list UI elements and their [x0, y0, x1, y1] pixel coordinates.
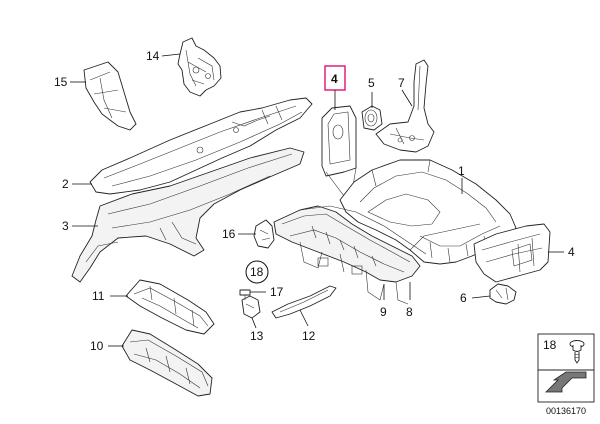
callout-17[interactable]: 17	[270, 285, 284, 299]
callout-4-right[interactable]: 4	[568, 245, 575, 259]
part-16-bracket[interactable]	[253, 219, 275, 249]
callout-6[interactable]: 6	[460, 291, 467, 305]
callout-9[interactable]: 9	[380, 305, 387, 319]
part-14-bracket[interactable]	[177, 37, 222, 97]
part-10-lower-member[interactable]	[121, 329, 213, 397]
callout-18[interactable]: 18	[250, 265, 264, 279]
callout-12[interactable]: 12	[302, 329, 316, 343]
direction-arrow-icon	[545, 371, 587, 393]
part-5-plug[interactable]	[361, 105, 383, 131]
part-13-clip[interactable]	[241, 295, 261, 319]
screw-icon	[569, 340, 585, 364]
callout-15[interactable]: 15	[54, 75, 68, 89]
callout-7[interactable]: 7	[398, 76, 405, 90]
part-17-screw[interactable]	[239, 289, 251, 300]
part-2-upper-rail[interactable]	[89, 97, 313, 195]
part-15-panel[interactable]	[83, 61, 137, 131]
callout-2[interactable]: 2	[62, 177, 69, 191]
callout-3[interactable]: 3	[62, 219, 69, 233]
part-3-side-member[interactable]	[71, 147, 305, 283]
part-11-cross-member[interactable]	[125, 279, 215, 335]
part-12-strip[interactable]	[271, 285, 337, 319]
part-8-9-rails[interactable]	[273, 205, 427, 305]
callout-4-highlighted[interactable]: 4	[331, 72, 338, 86]
callout-5[interactable]: 5	[368, 76, 375, 90]
part-6-clip[interactable]	[489, 283, 517, 305]
part-4-front-panel[interactable]	[321, 105, 357, 197]
callout-16[interactable]: 16	[222, 227, 236, 241]
legend-box: 18	[537, 333, 595, 403]
callout-1[interactable]: 1	[458, 164, 465, 178]
reference-number: 00136170	[546, 406, 586, 416]
callout-8[interactable]: 8	[406, 305, 413, 319]
callout-10[interactable]: 10	[90, 339, 104, 353]
part-7-tall-bracket[interactable]	[375, 59, 435, 153]
callout-18-circle	[245, 260, 269, 284]
callout-13[interactable]: 13	[250, 329, 264, 343]
callout-14[interactable]: 14	[146, 49, 160, 63]
part-4-rear-piece[interactable]	[473, 223, 551, 283]
legend-number: 18	[543, 338, 557, 352]
callout-11[interactable]: 11	[92, 289, 105, 303]
